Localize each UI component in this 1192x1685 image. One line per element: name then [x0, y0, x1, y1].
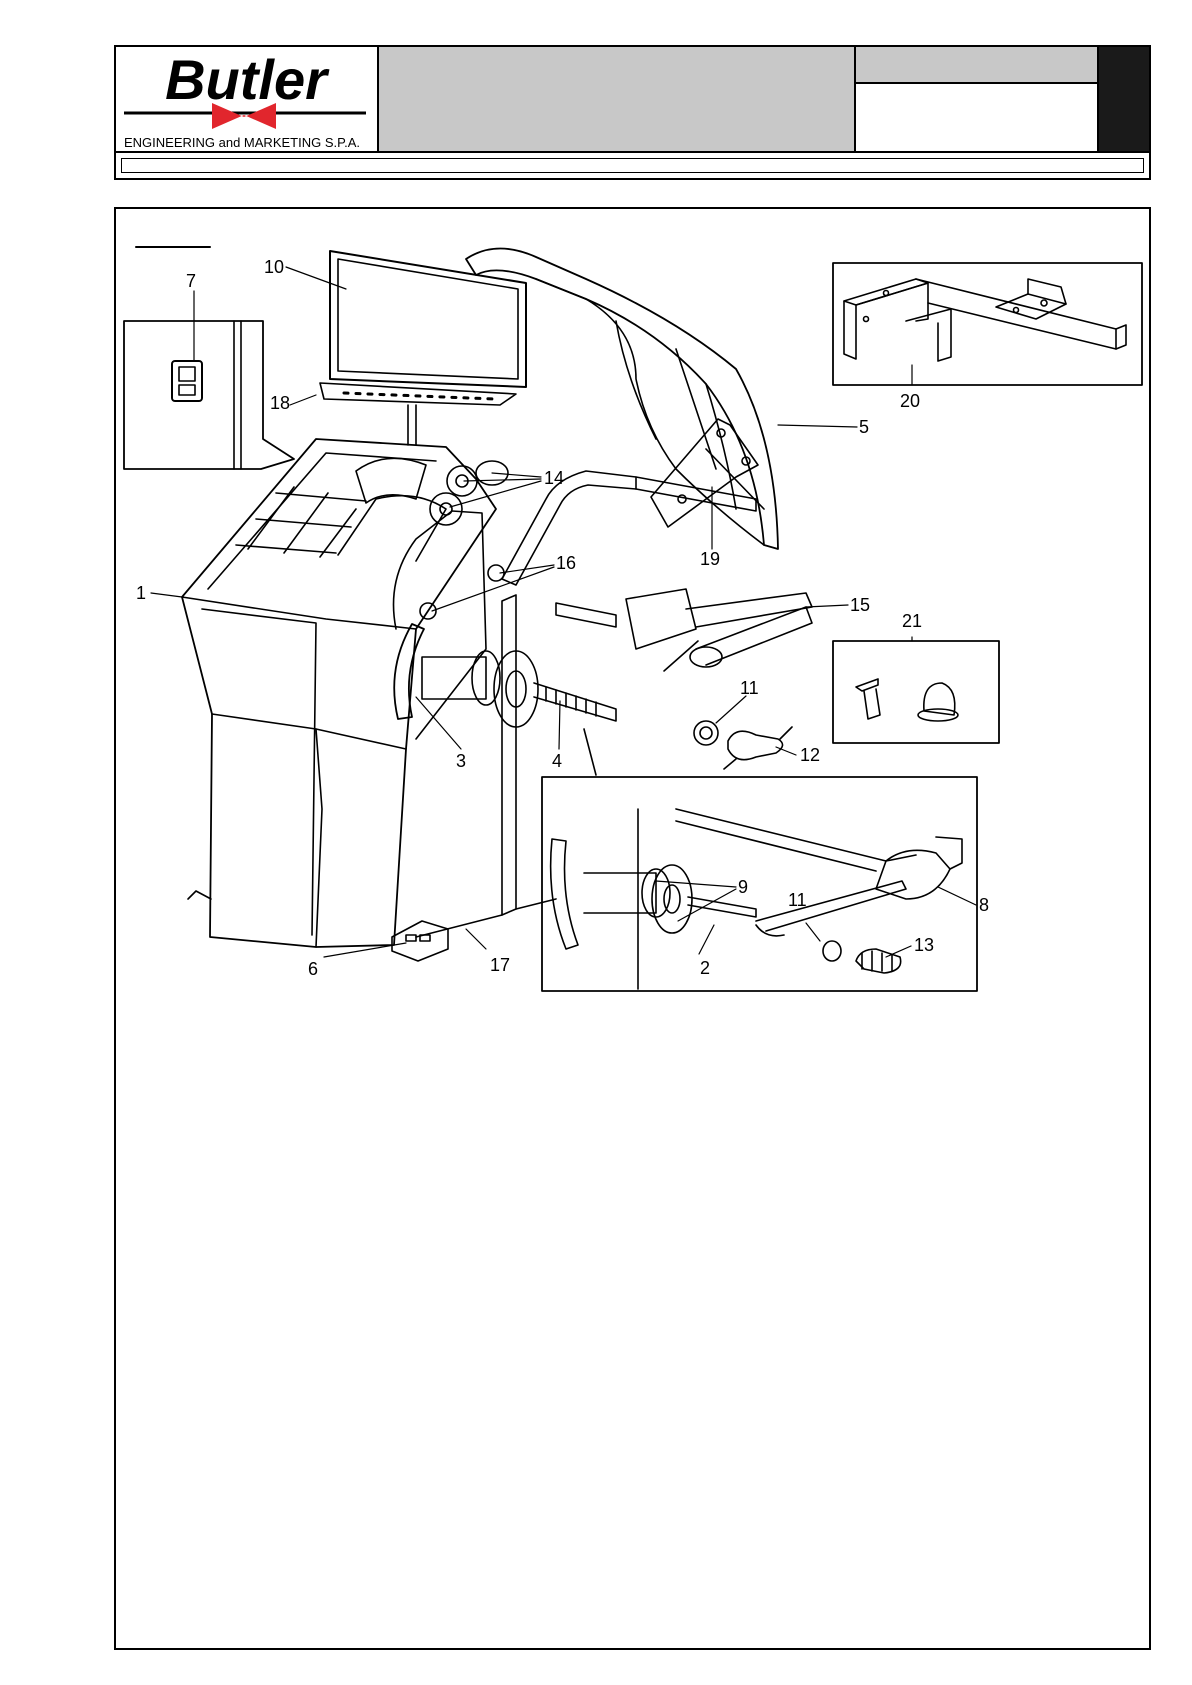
callout-6: 6: [308, 959, 318, 979]
document-header: Butler ENGINEERING and MARKETING S.P.A.: [114, 45, 1151, 180]
callout-7: 7: [186, 271, 196, 291]
header-strip: [114, 151, 1151, 180]
callout-18: 18: [270, 393, 290, 413]
detail-drawing: [551, 809, 962, 989]
flange-arc: [394, 624, 424, 719]
bracket-drawing: [844, 279, 1126, 361]
cabinet-drawing: [182, 439, 496, 947]
shaft-drawing: [422, 651, 616, 727]
inset-detail-box: [542, 777, 977, 991]
callout-11-detail: 11: [788, 890, 807, 910]
callout-20: 20: [900, 391, 920, 411]
butler-logo: Butler ENGINEERING and MARKETING S.P.A.: [116, 47, 377, 151]
callout-16: 16: [556, 553, 576, 573]
callout-2: 2: [700, 958, 710, 978]
figure-frame: 1 2 3 4 5 6 7 8 9 10 11 11 12 13 14 15 1…: [114, 207, 1151, 1650]
callout-15: 15: [850, 595, 870, 615]
callout-3: 3: [456, 751, 466, 771]
monitor-drawing: [320, 251, 526, 445]
code-panel: [854, 45, 1099, 84]
callout-1: 1: [136, 583, 146, 603]
callout-9: 9: [738, 877, 748, 897]
pedal-drawing: [392, 921, 448, 961]
switch-inset: [124, 321, 294, 469]
callout-12: 12: [800, 745, 820, 765]
inset-leader: [584, 729, 596, 775]
callout-5: 5: [859, 417, 869, 437]
guard-bracket: [651, 419, 758, 527]
page-panel: [854, 82, 1099, 153]
inset-accessories-box: [833, 641, 999, 743]
chapter-tab: [1097, 45, 1151, 153]
callout-19: 19: [700, 549, 720, 569]
wheel-guard-drawing: [466, 248, 778, 549]
brand-wordmark: Butler: [165, 48, 330, 111]
callout-10: 10: [264, 257, 284, 277]
callout-21: 21: [902, 611, 922, 631]
measuring-arm-drawing: [556, 589, 812, 671]
company-name: ENGINEERING and MARKETING S.P.A.: [124, 135, 360, 150]
callout-17: 17: [490, 955, 510, 975]
title-panel: [377, 45, 856, 153]
wheel-balancer-exploded-drawing: 1 2 3 4 5 6 7 8 9 10 11 11 12 13 14 15 1…: [116, 209, 1149, 1648]
callout-13: 13: [914, 935, 934, 955]
callout-14: 14: [544, 468, 564, 488]
lock-nut-drawing: [694, 721, 792, 769]
logo-panel: Butler ENGINEERING and MARKETING S.P.A.: [114, 45, 379, 153]
callout-8: 8: [979, 895, 989, 915]
accessories-drawing: [856, 679, 958, 721]
callout-4: 4: [552, 751, 562, 771]
guard-tube-arm: [502, 449, 764, 585]
callout-11-main: 11: [740, 678, 759, 698]
